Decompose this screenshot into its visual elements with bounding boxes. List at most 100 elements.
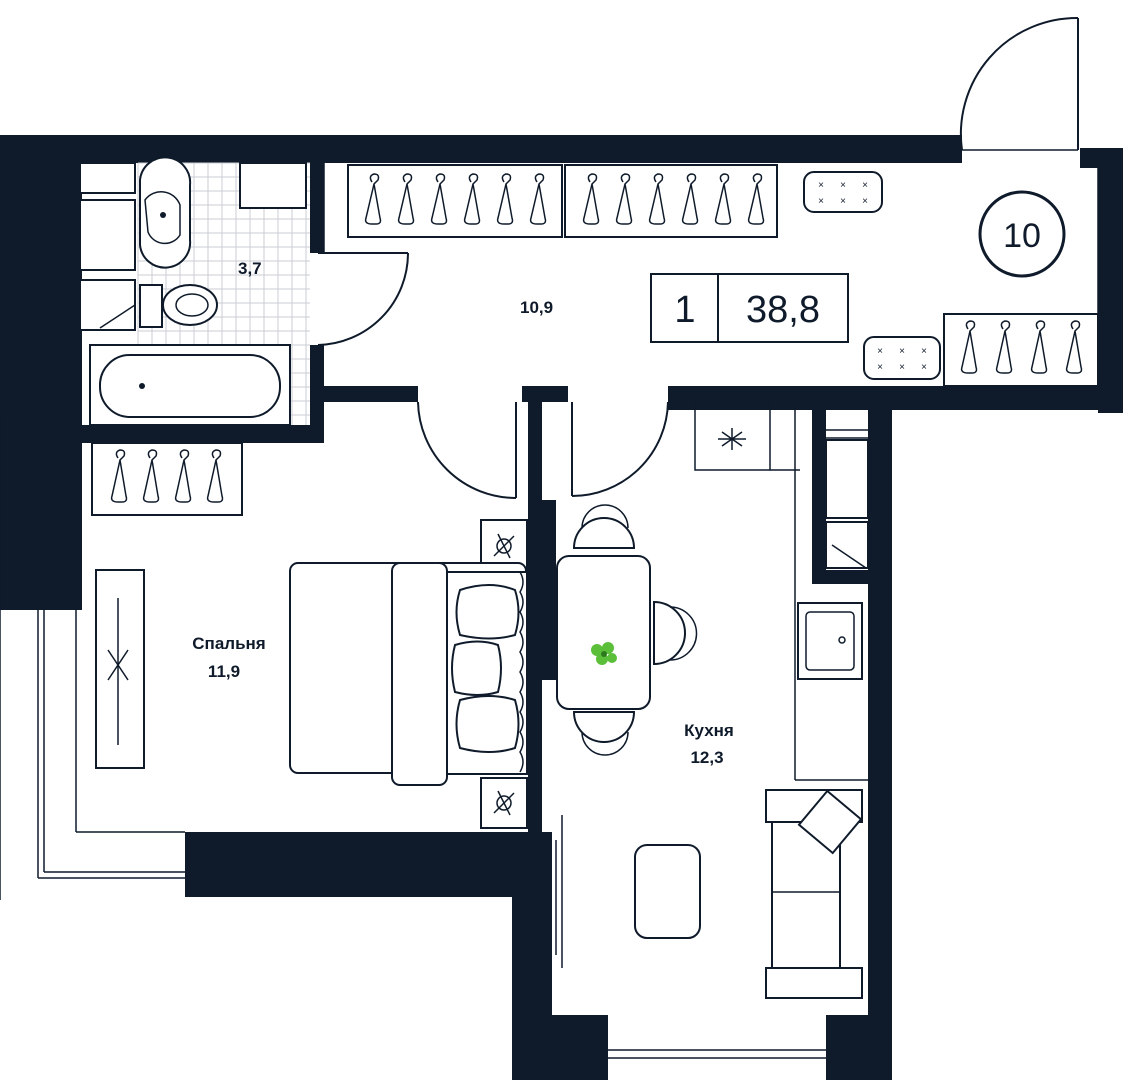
pillow-icon (451, 640, 502, 696)
walls (0, 135, 1123, 1080)
coffee-table (634, 844, 701, 939)
hanger-icon (714, 173, 732, 225)
hanger-icon (681, 173, 699, 225)
kitchen-door[interactable] (571, 401, 669, 497)
bench-dot: × (877, 346, 883, 357)
rooms-count-box (650, 273, 719, 343)
pillow-icon (797, 789, 863, 855)
sink-icon (139, 156, 192, 269)
hanger-icon (582, 173, 600, 225)
wall-hall-bottom-left (318, 386, 418, 402)
wall-top-nub (942, 135, 962, 163)
kitchen-name: Кухня (684, 721, 734, 740)
wall-top (62, 135, 962, 163)
hanger-icon (142, 449, 160, 503)
kitchen: Кухня 12,3 (555, 401, 869, 999)
wall-closet-right (812, 410, 826, 582)
bedroom-door[interactable] (417, 401, 517, 499)
kitchen-window (608, 1049, 826, 1059)
hanger-icon (397, 173, 415, 225)
wall-bath-right-low (310, 345, 324, 443)
bedroom-name: Спальня (192, 634, 265, 653)
hanger-icon (364, 173, 382, 225)
lamp-icon (480, 777, 528, 829)
bench-dot: × (921, 362, 927, 373)
toilet-icon (139, 284, 218, 328)
bench-dot: × (818, 180, 824, 191)
wall-kitchen-bottom-a (512, 1015, 608, 1080)
stove-icon (718, 428, 746, 450)
hanger-icon (648, 173, 666, 225)
bench-dot: × (840, 196, 846, 207)
bench-dot: × (921, 346, 927, 357)
wall-bath-right (310, 163, 324, 253)
bathroom-shelf-1 (79, 162, 136, 194)
bathroom-shelf-2 (79, 199, 136, 271)
mirror-table (95, 569, 145, 769)
sink-icon (797, 602, 863, 680)
hanger-icon (206, 449, 224, 503)
hanger-icon (529, 173, 547, 225)
wall-partition-thick (534, 500, 556, 680)
tv-unit (555, 815, 563, 968)
kitchen-area: 12,3 (690, 748, 723, 767)
bed (289, 562, 528, 786)
bedroom-area: 11,9 (208, 662, 240, 681)
washing-machine (239, 162, 307, 209)
dining-table (556, 504, 698, 756)
bedroom-window (0, 415, 185, 900)
chair (572, 517, 636, 549)
rooms-count: 1 (674, 289, 695, 331)
bathtub-icon (89, 344, 291, 426)
hanger-icon (1030, 320, 1048, 374)
hanger-icon (430, 173, 448, 225)
entrance-door[interactable] (959, 16, 1079, 151)
hanger-icon (960, 320, 978, 374)
bathroom: 3,7 (79, 156, 409, 426)
bench-dot: × (862, 180, 868, 191)
wall-left-upper (62, 135, 82, 610)
hanger-icon (747, 173, 765, 225)
total-area: 38,8 (746, 289, 820, 331)
pillow-icon (455, 695, 520, 753)
wall-kitchen-bottom-b (826, 1015, 892, 1080)
wardrobe-left (347, 164, 563, 238)
hanger-icon (463, 173, 481, 225)
wall-bedroom-bottom (185, 832, 542, 897)
hallway-area: 10,9 (520, 298, 553, 317)
hanger-icon (174, 449, 192, 503)
bench-icon: ×××××× (863, 336, 941, 380)
sofa (765, 789, 863, 999)
hanger-icon (615, 173, 633, 225)
bedroom: Спальня 11,9 (91, 401, 528, 829)
wardrobe-right (564, 164, 778, 238)
plant-icon (591, 642, 617, 665)
wall-hall-bottom-right (668, 386, 1123, 410)
hanger-icon (1065, 320, 1083, 374)
hanger-icon (496, 173, 514, 225)
wall-bath-bottom (62, 425, 324, 443)
bench-icon: × × × × × × (803, 171, 883, 213)
wall-closet-bottom (812, 570, 882, 584)
chair (653, 600, 686, 666)
floor-number: 10 (1003, 217, 1041, 255)
hanger-icon (995, 320, 1013, 374)
bathroom-area: 3,7 (238, 259, 262, 278)
bench-dot: × (899, 346, 905, 357)
bench-dot: × (840, 180, 846, 191)
bathroom-door[interactable] (317, 252, 409, 346)
wall-right (1098, 148, 1123, 413)
chair (572, 711, 636, 743)
hanger-icon (110, 449, 128, 503)
bench-dot: × (899, 362, 905, 373)
wall-kitchen-right (868, 410, 892, 1050)
wardrobe-entrance (943, 313, 1099, 387)
hallway: × × × × × × × × × × × × 1 38,8 10 10,9 (323, 163, 1099, 387)
total-area-box (717, 273, 849, 343)
floor-badge: 10 (978, 190, 1066, 278)
kitchen-closet (825, 429, 869, 569)
bench-dot: × (862, 196, 868, 207)
bench-dot: × (818, 196, 824, 207)
pillow-icon (455, 584, 520, 640)
